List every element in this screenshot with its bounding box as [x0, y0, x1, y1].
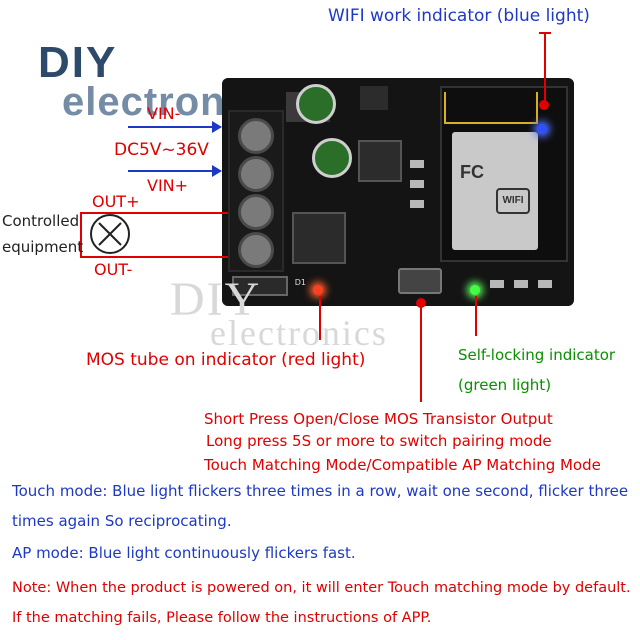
controlled-label-2: equipment [2, 238, 84, 256]
pairing-button[interactable] [398, 268, 442, 294]
button-indicator-dot [416, 298, 426, 308]
touch-mode-line-2: times again So reciprocating. [12, 512, 232, 530]
vin-plus-label: VIN+ [147, 176, 189, 195]
controlled-label-1: Controlled [2, 212, 80, 230]
smd-part [410, 200, 424, 208]
screw-4 [238, 232, 274, 268]
smd-part [490, 280, 504, 288]
vin-plus-arrow [128, 170, 220, 172]
screw-terminal [228, 110, 284, 272]
smd-part [538, 280, 552, 288]
button-label-1: Short Press Open/Close MOS Transistor Ou… [204, 410, 553, 428]
arrow-head-icon [212, 165, 222, 177]
wifi-indicator-line [544, 32, 546, 104]
blue-led [537, 124, 547, 134]
mos-indicator-line [319, 296, 321, 340]
module-shield: FC WIFI [452, 132, 538, 250]
diode: D1 [232, 276, 306, 296]
diode-mark: D1 [294, 278, 306, 287]
red-led [313, 285, 323, 295]
button-label-2: Long press 5S or more to switch pairing … [206, 432, 552, 450]
self-lock-label-1: Self-locking indicator [458, 346, 616, 364]
smd-part [410, 160, 424, 168]
screw-1 [238, 118, 274, 154]
wifi-indicator-label: WIFI work indicator (blue light) [328, 6, 590, 26]
self-lock-label-2: (green light) [458, 376, 552, 394]
vin-minus-label: VIN- [147, 104, 181, 123]
button-label-3: Touch Matching Mode/Compatible AP Matchi… [204, 456, 601, 474]
button-indicator-line [420, 306, 422, 402]
watermark-electronics: electronics [210, 313, 388, 353]
lamp-icon [90, 214, 130, 254]
dc-range-label: DC5V~36V [114, 140, 209, 160]
smd-part [514, 280, 528, 288]
module-brand: FC [460, 162, 484, 182]
mos-indicator-label: MOS tube on indicator (red light) [86, 350, 366, 370]
mosfet [292, 212, 346, 264]
capacitor-1 [296, 84, 336, 124]
touch-mode-line-1: Touch mode: Blue light flickers three ti… [12, 482, 629, 500]
load-wire [80, 212, 82, 258]
chip [360, 86, 388, 110]
out-plus-label: OUT+ [92, 192, 140, 211]
arrow-head-icon [212, 121, 222, 133]
wifi-indicator-dot [539, 100, 549, 110]
wifi-indicator-tick [539, 32, 551, 34]
out-minus-wire [80, 256, 228, 258]
green-led [470, 285, 480, 295]
capacitor-2 [312, 138, 352, 178]
out-plus-wire [80, 212, 228, 214]
screw-3 [238, 194, 274, 230]
logo-diy: DIY [38, 38, 118, 87]
vin-minus-arrow [128, 126, 220, 128]
ap-mode-line: AP mode: Blue light continuously flicker… [12, 544, 356, 562]
smd-part [410, 180, 424, 188]
antenna-trace [444, 92, 538, 124]
regulator [358, 140, 402, 182]
note-line-2: If the matching fails, Please follow the… [12, 610, 432, 626]
watermark-diy: DIY [170, 273, 262, 326]
note-line-1: Note: When the product is powered on, it… [12, 580, 631, 596]
self-lock-line [475, 296, 477, 336]
out-minus-label: OUT- [94, 260, 133, 279]
screw-2 [238, 156, 274, 192]
module-badge: WIFI [496, 188, 530, 214]
